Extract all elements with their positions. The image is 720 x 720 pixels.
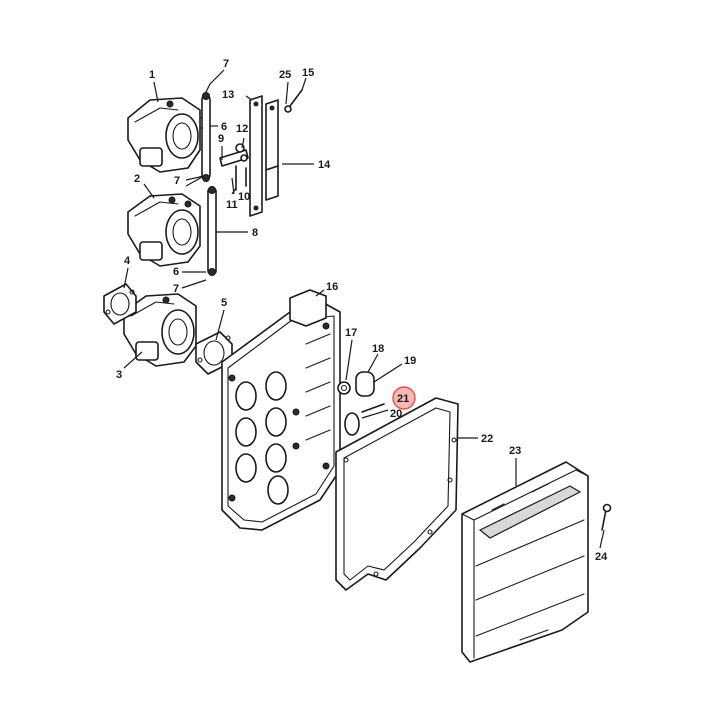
callout-23: 23 (509, 445, 521, 457)
callout-13: 13 (222, 89, 234, 101)
callout-7c: 7 (173, 283, 179, 295)
gasket-4 (103, 283, 137, 325)
callout-4: 4 (124, 255, 131, 267)
callout-16: 16 (326, 281, 338, 293)
callout-3: 3 (116, 369, 122, 381)
callout-6a: 6 (221, 121, 227, 133)
intake-manifold-16 (221, 289, 341, 531)
callout-11: 11 (226, 199, 238, 211)
callout-10: 10 (238, 191, 250, 203)
carburetor-top (127, 97, 207, 173)
cover-23 (461, 461, 589, 663)
reed-small-parts (337, 371, 385, 436)
callout-19: 19 (404, 355, 416, 367)
callout-18: 18 (372, 343, 384, 355)
callout-25: 25 (279, 69, 291, 81)
callout-14: 14 (318, 159, 331, 171)
callout-labels: 1 2 3 4 5 6 6 7 7 7 8 9 10 11 12 13 14 1… (116, 58, 608, 563)
callout-2: 2 (134, 173, 140, 185)
callout-21: 21 (397, 393, 409, 405)
throttle-linkage-rods (201, 92, 217, 276)
callout-20: 20 (390, 408, 402, 420)
callout-5: 5 (221, 297, 227, 309)
callout-8: 8 (252, 227, 258, 239)
carburetor-middle (127, 193, 201, 267)
callout-7a: 7 (223, 58, 229, 70)
callout-12: 12 (236, 123, 248, 135)
callout-6b: 6 (173, 266, 179, 278)
callout-15: 15 (302, 67, 314, 79)
callout-7b: 7 (174, 175, 180, 187)
shift-rods (249, 95, 279, 217)
screw-24 (601, 503, 612, 531)
gasket-22 (335, 397, 459, 591)
callout-24: 24 (595, 551, 608, 563)
callout-17: 17 (345, 327, 357, 339)
highlight-circle-21 (392, 386, 416, 410)
leader-lines (123, 69, 605, 549)
callout-9: 9 (218, 133, 224, 145)
carburetor-bottom (123, 293, 197, 367)
screw-15 (284, 89, 303, 113)
callout-1: 1 (149, 69, 155, 81)
callout-22: 22 (481, 433, 493, 445)
linkage-small-parts (219, 143, 249, 191)
